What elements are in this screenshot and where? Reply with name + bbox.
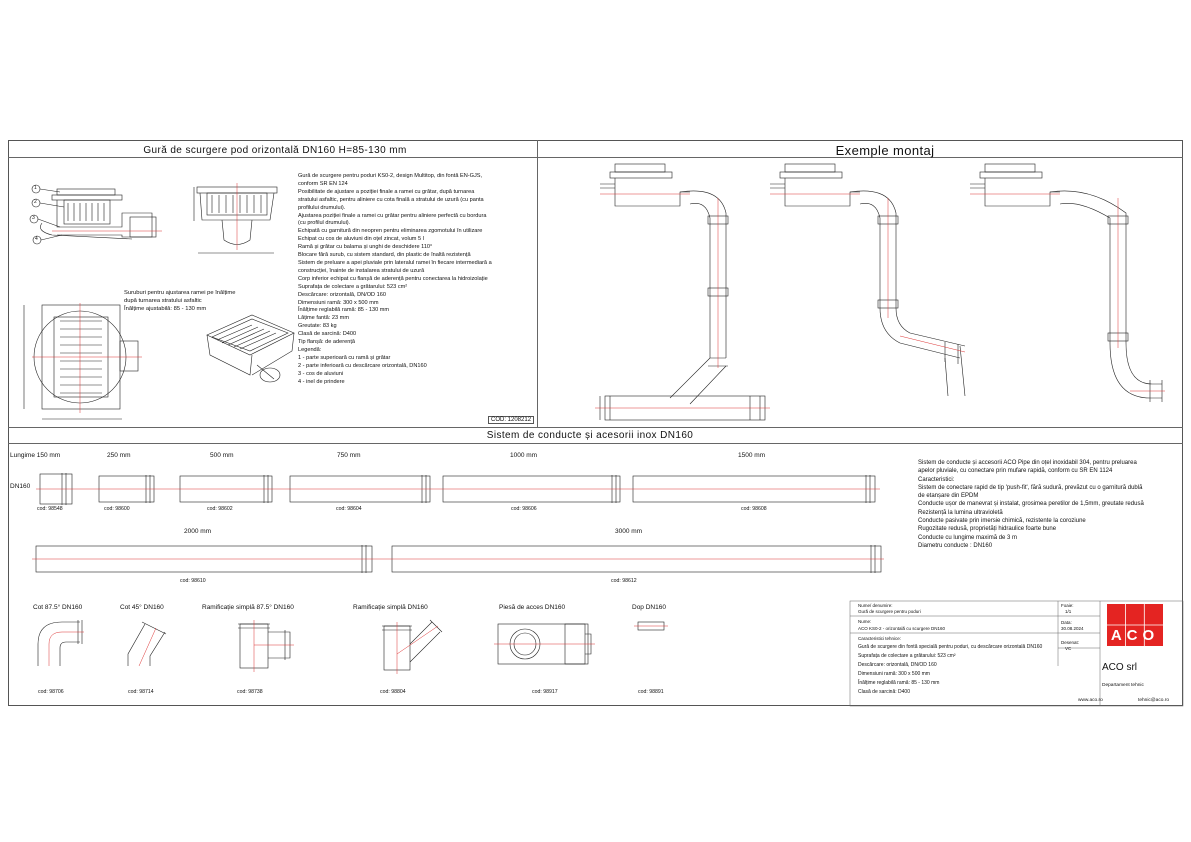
tb-company: ACO srl — [1102, 662, 1137, 673]
pipe-code-150: cod: 98548 — [37, 506, 63, 512]
pipe-code-3000: cod: 98612 — [611, 578, 637, 584]
tb-name-value: Gură de scurgere pentru poduri — [858, 609, 921, 614]
tb-sheet-value: 1/1 — [1065, 609, 1072, 614]
pipe-code-1500: cod: 98608 — [741, 506, 767, 512]
fitting-code-branch: cod: 98804 — [380, 689, 406, 695]
bottom-section-title: Sistem de conducte și acesorii inox DN16… — [486, 430, 694, 441]
tb-features: Gură de scurgere din fontă specială pent… — [858, 644, 1043, 695]
pipe-code-250: cod: 98600 — [104, 506, 130, 512]
fittings-drawings — [37, 619, 668, 674]
product-code: COD: 1208212 — [488, 416, 535, 424]
pipe-row-label: DN160 — [10, 483, 31, 490]
tb-object-value: ACO KS0-2 - orizontală cu scurgere DN160 — [858, 626, 946, 631]
title-block: Nume/ denumire: Gură de scurgere pentru … — [850, 601, 1183, 706]
fitting-code-elbow-87: cod: 98706 — [38, 689, 64, 695]
left-section-title: Gură de scurgere pod orizontală DN160 H=… — [143, 145, 407, 156]
pipe-label-1500: 1500 mm — [738, 452, 766, 459]
pipe-label-3000: 3000 mm — [615, 528, 643, 535]
pipe-label-150: Lungime 150 mm — [10, 452, 61, 459]
tb-sheet-label: Foaie: — [1061, 603, 1074, 608]
pipe-code-750: cod: 98604 — [336, 506, 362, 512]
product-specs: Gură de scurgere pentru poduri KS0-2, de… — [298, 173, 492, 385]
fitting-code-branch-87: cod: 98738 — [237, 689, 263, 695]
aco-logo: ACO — [1107, 604, 1163, 646]
pipe-label-2000: 2000 mm — [184, 528, 212, 535]
section-divider — [537, 140, 538, 427]
tb-features-label: Caracteristici tehnice: — [858, 636, 902, 641]
fitting-label-access: Piesă de acces DN160 — [499, 604, 566, 611]
pipe-code-500: cod: 98602 — [207, 506, 233, 512]
pipe-label-750: 750 mm — [337, 452, 361, 459]
callout-3: 3 — [32, 215, 35, 221]
pipe-system-description: Sistem de conducte și accesorii ACO Pipe… — [918, 460, 1144, 549]
pipe-label-500: 500 mm — [210, 452, 234, 459]
fitting-code-access: cod: 98917 — [532, 689, 558, 695]
fitting-label-branch-87: Ramificație simplă 87.5° DN160 — [202, 604, 294, 611]
drawing-frame — [8, 140, 1183, 706]
pipes-row-2 — [32, 545, 884, 573]
tb-drawn-value: VC — [1065, 646, 1072, 651]
tb-name-label: Nume/ denumire: — [858, 603, 893, 608]
middle-divider — [8, 427, 1183, 428]
tb-date-label: Data: — [1061, 620, 1072, 625]
fitting-label-elbow-87: Cot 87.5° DN160 — [33, 604, 83, 611]
pipe-code-2000: cod: 98610 — [180, 578, 206, 584]
fitting-code-elbow-45: cod: 98714 — [128, 689, 154, 695]
pipe-label-1000: 1000 mm — [510, 452, 538, 459]
tb-drawn-label: Desenat: — [1061, 640, 1080, 645]
pipes-row-1 — [36, 473, 880, 505]
pipe-code-1000: cod: 98606 — [511, 506, 537, 512]
aco-logo-text: ACO — [1110, 627, 1160, 644]
tb-object-label: Nume: — [858, 619, 872, 624]
header-divider — [8, 157, 1183, 158]
tb-date-value: 30.08.2024 — [1061, 626, 1084, 631]
callout-2: 2 — [34, 199, 37, 205]
right-section-title: Exemple montaj — [835, 143, 935, 158]
fitting-label-branch: Ramificație simplă DN160 — [353, 604, 428, 611]
callout-4: 4 — [35, 236, 38, 242]
tb-department: Departament tehnic — [1102, 683, 1144, 688]
fitting-code-cap: cod: 98891 — [638, 689, 664, 695]
pipe-label-250: 250 mm — [107, 452, 131, 459]
fitting-label-cap: Dop DN160 — [632, 604, 666, 611]
tb-email: tehnic@aco.ro — [1138, 698, 1170, 703]
installation-examples — [595, 163, 1165, 421]
bottom-header-divider — [8, 443, 1183, 444]
callout-1: 1 — [34, 185, 37, 191]
gully-drawing — [23, 183, 295, 420]
adjustment-note: Suruburi pentru ajustarea ramei pe înălț… — [124, 290, 236, 312]
tb-website: www.aco.ro — [1078, 698, 1103, 703]
fitting-label-elbow-45: Cot 45° DN160 — [120, 604, 164, 611]
title-block-grid — [849, 600, 1184, 707]
